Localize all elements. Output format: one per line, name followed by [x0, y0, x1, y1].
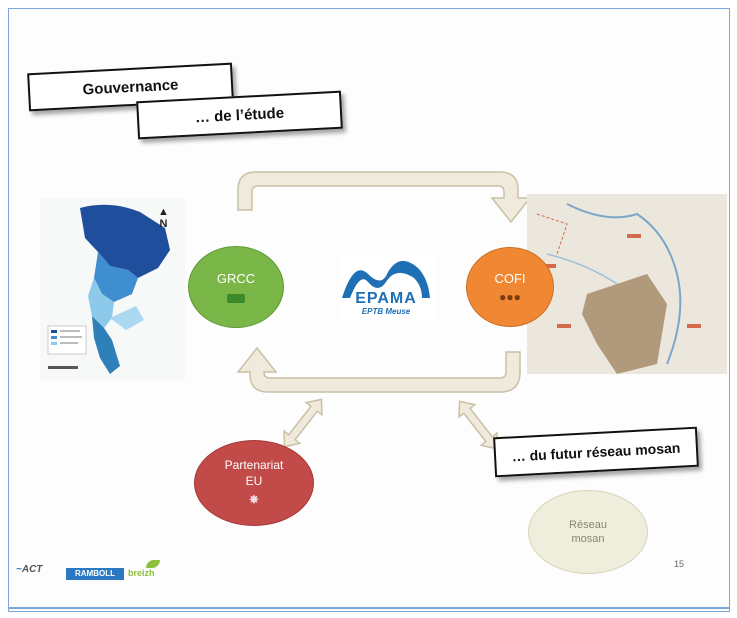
- slide-bottom-rule: [9, 607, 729, 609]
- leaf-icon: [146, 560, 160, 568]
- reseau-label-line1: Réseau: [569, 519, 607, 531]
- reseau-mosan-node: Réseau mosan: [528, 490, 648, 574]
- grcc-label: GRCC: [216, 271, 256, 286]
- epama-logo: EPAMA EPTB Meuse: [338, 254, 434, 320]
- ramboll-logo-text: RAMBOLL: [75, 569, 115, 578]
- partenariat-label-line1: Partenariat: [224, 458, 284, 472]
- callout-text: … du futur réseau mosan: [511, 439, 681, 465]
- north-arrow-icon: ▲N: [158, 206, 169, 230]
- top-cycle-arrow: [237, 171, 532, 224]
- epama-name: EPAMA: [355, 290, 417, 307]
- partenariat-eu-node: Partenariat EU ✸: [194, 440, 314, 526]
- basin-map-graphic: [40, 198, 185, 380]
- left-basin-map: ▲N: [40, 198, 185, 380]
- cofi-node: COFI ●●●: [466, 247, 554, 327]
- cofi-label: COFI: [494, 270, 526, 286]
- bottom-cycle-arrow: [236, 346, 521, 393]
- north-label: N: [159, 218, 168, 230]
- grcc-group-icon: [227, 294, 245, 303]
- epama-wave-icon: [338, 254, 434, 320]
- footer-logos: ~ACT RAMBOLL breizh: [16, 556, 176, 586]
- right-region-map: [527, 194, 727, 374]
- reseau-label-line2: mosan: [571, 533, 605, 545]
- page-number: 15: [674, 559, 685, 569]
- region-map-graphic: [527, 194, 727, 374]
- act-logo-text: ACT: [21, 564, 43, 575]
- third-partner-logo: breizh: [128, 560, 172, 582]
- eu-star-icon: ✸: [248, 492, 260, 507]
- partenariat-link-arrow: [283, 398, 323, 448]
- people-icon: ●●●: [499, 289, 521, 304]
- grcc-node: GRCC: [188, 246, 284, 328]
- partenariat-label-line2: EU: [245, 474, 263, 488]
- epama-subtitle: EPTB Meuse: [361, 307, 411, 316]
- act-logo: ~ACT: [16, 564, 43, 575]
- third-partner-text: breizh: [128, 568, 155, 578]
- ramboll-logo: RAMBOLL: [66, 568, 124, 580]
